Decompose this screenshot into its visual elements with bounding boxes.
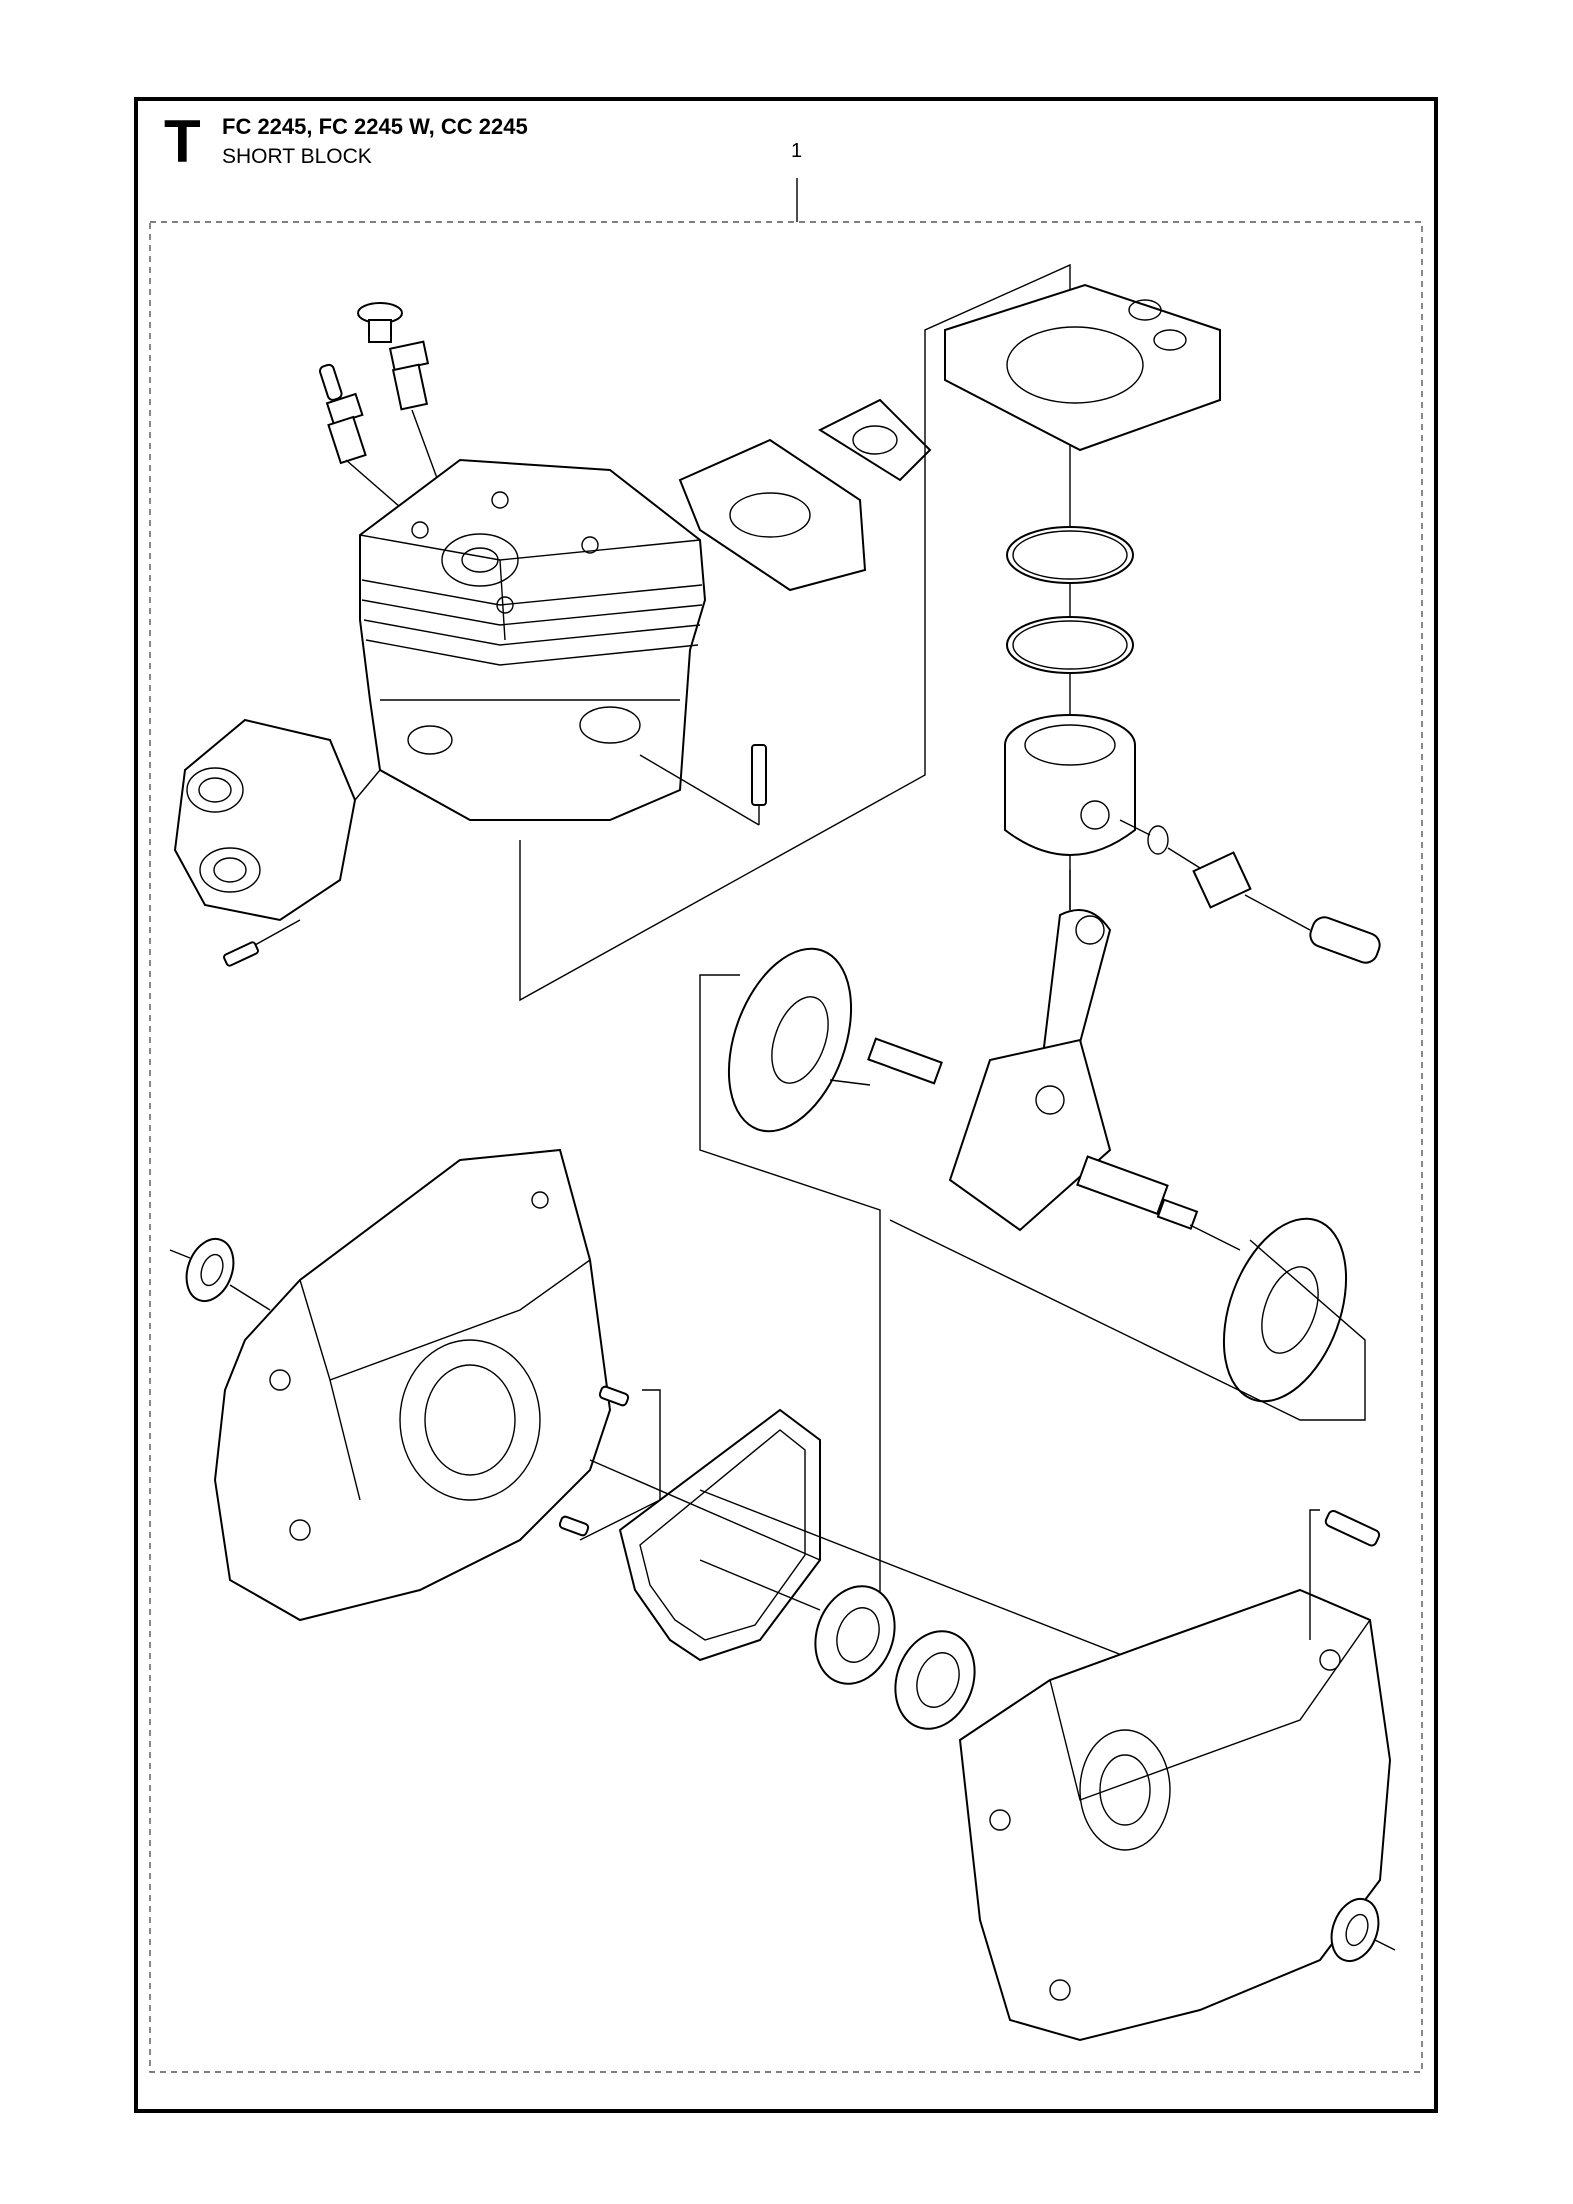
page-frame (134, 97, 1438, 2113)
piston-pin (1309, 916, 1381, 964)
cylinder-gasket (944, 283, 1221, 452)
crankshaft (867, 909, 1199, 1232)
cylinder-screw (751, 744, 767, 806)
crank-web-left (727, 947, 853, 1133)
seal-left (185, 1238, 235, 1302)
section-letter: T (164, 108, 201, 175)
piston (1004, 714, 1136, 856)
manifold-screw (223, 941, 259, 967)
seal-right (1330, 1898, 1380, 1962)
needle-bearing (1192, 851, 1252, 909)
crankcase-screw (1324, 1509, 1381, 1547)
callout-label: 1 (791, 140, 803, 162)
kit-boundary (149, 221, 1423, 2073)
main-bearing-left (814, 1585, 896, 1685)
section-title: SHORT BLOCK (222, 145, 372, 168)
guide-pin (598, 1385, 630, 1407)
crankcase-right (958, 1588, 1392, 2042)
intake-manifold (173, 718, 357, 922)
crankcase-left (213, 1148, 612, 1622)
piston-circlip (1147, 825, 1169, 855)
guide-pin (558, 1515, 590, 1537)
decompression-valve (357, 302, 430, 411)
spark-plug (319, 363, 367, 465)
piston-ring-top (1006, 526, 1134, 584)
crank-web-right (1222, 1217, 1348, 1403)
piston-ring-bottom (1006, 616, 1134, 674)
main-bearing-right (894, 1630, 976, 1730)
model-title: FC 2245, FC 2245 W, CC 2245 (222, 114, 528, 139)
crankcase-gasket (618, 1408, 821, 1662)
cylinder (359, 458, 707, 821)
exhaust-gasket (678, 398, 932, 592)
